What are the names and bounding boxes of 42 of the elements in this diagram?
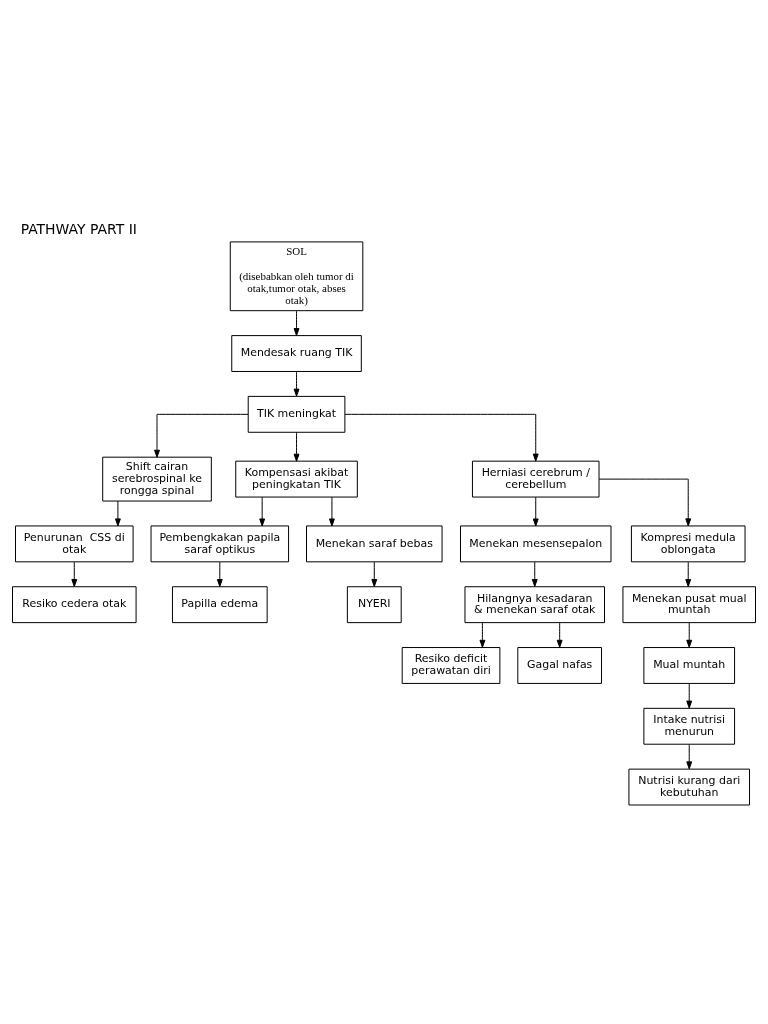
node-box: Menekan pusat mual muntah xyxy=(622,586,756,624)
node-box: Kompresi medula oblongata xyxy=(630,525,746,563)
arrow xyxy=(479,622,486,648)
arrow xyxy=(293,371,300,397)
arrow xyxy=(686,622,693,648)
node-box: Hilangnya kesadaran & menekan saraf otak xyxy=(464,586,605,624)
arrow xyxy=(685,561,692,587)
node-box: Nutrisi kurang dari kebutuhan xyxy=(628,768,750,806)
arrow xyxy=(71,561,78,587)
arrow xyxy=(371,561,378,587)
node-box: SOL (disebabkan oleh tumor di otak,tumor otak, abses otak) xyxy=(229,241,364,312)
arrow xyxy=(531,561,538,587)
arrow xyxy=(556,622,563,648)
node-box: Mendesak ruang TIK xyxy=(231,335,362,372)
node-box: Papilla edema xyxy=(171,586,268,624)
arrow xyxy=(532,496,539,527)
node-box: Kompensasi akibat peningkatan TIK xyxy=(235,460,358,498)
arrow xyxy=(293,431,300,462)
node-box: Menekan saraf bebas xyxy=(306,525,443,563)
node-box: Resiko deficit perawatan diri xyxy=(401,647,501,684)
arrow xyxy=(686,744,693,770)
node-box: Menekan mesensepalon xyxy=(460,525,612,563)
node-box: NYERI xyxy=(346,586,402,624)
node-box: Resiko cedera otak xyxy=(12,586,137,624)
node-box: Shift cairan serebrospinal ke rongga spinal xyxy=(102,456,212,502)
node-box: Pembengkakan papila saraf optikus xyxy=(150,525,290,563)
diagram-title: PATHWAY PART II xyxy=(20,221,137,238)
arrow xyxy=(329,496,335,527)
node-box: Herniasi cerebrum / cerebellum xyxy=(471,460,600,498)
node-box: Gagal nafas xyxy=(517,647,602,684)
arrow xyxy=(259,496,266,527)
arrow xyxy=(114,500,121,527)
node-box: Mual muntah xyxy=(643,647,736,684)
arrow xyxy=(216,561,223,587)
node-box: TIK meningkat xyxy=(247,395,346,433)
node-box: Intake nutrisi menurun xyxy=(643,707,736,745)
node-box: Penurunan CSS di otak xyxy=(15,525,134,563)
arrow xyxy=(154,413,249,458)
arrow xyxy=(686,683,693,709)
arrow xyxy=(344,413,539,462)
arrow xyxy=(598,478,692,527)
arrow xyxy=(293,310,300,336)
